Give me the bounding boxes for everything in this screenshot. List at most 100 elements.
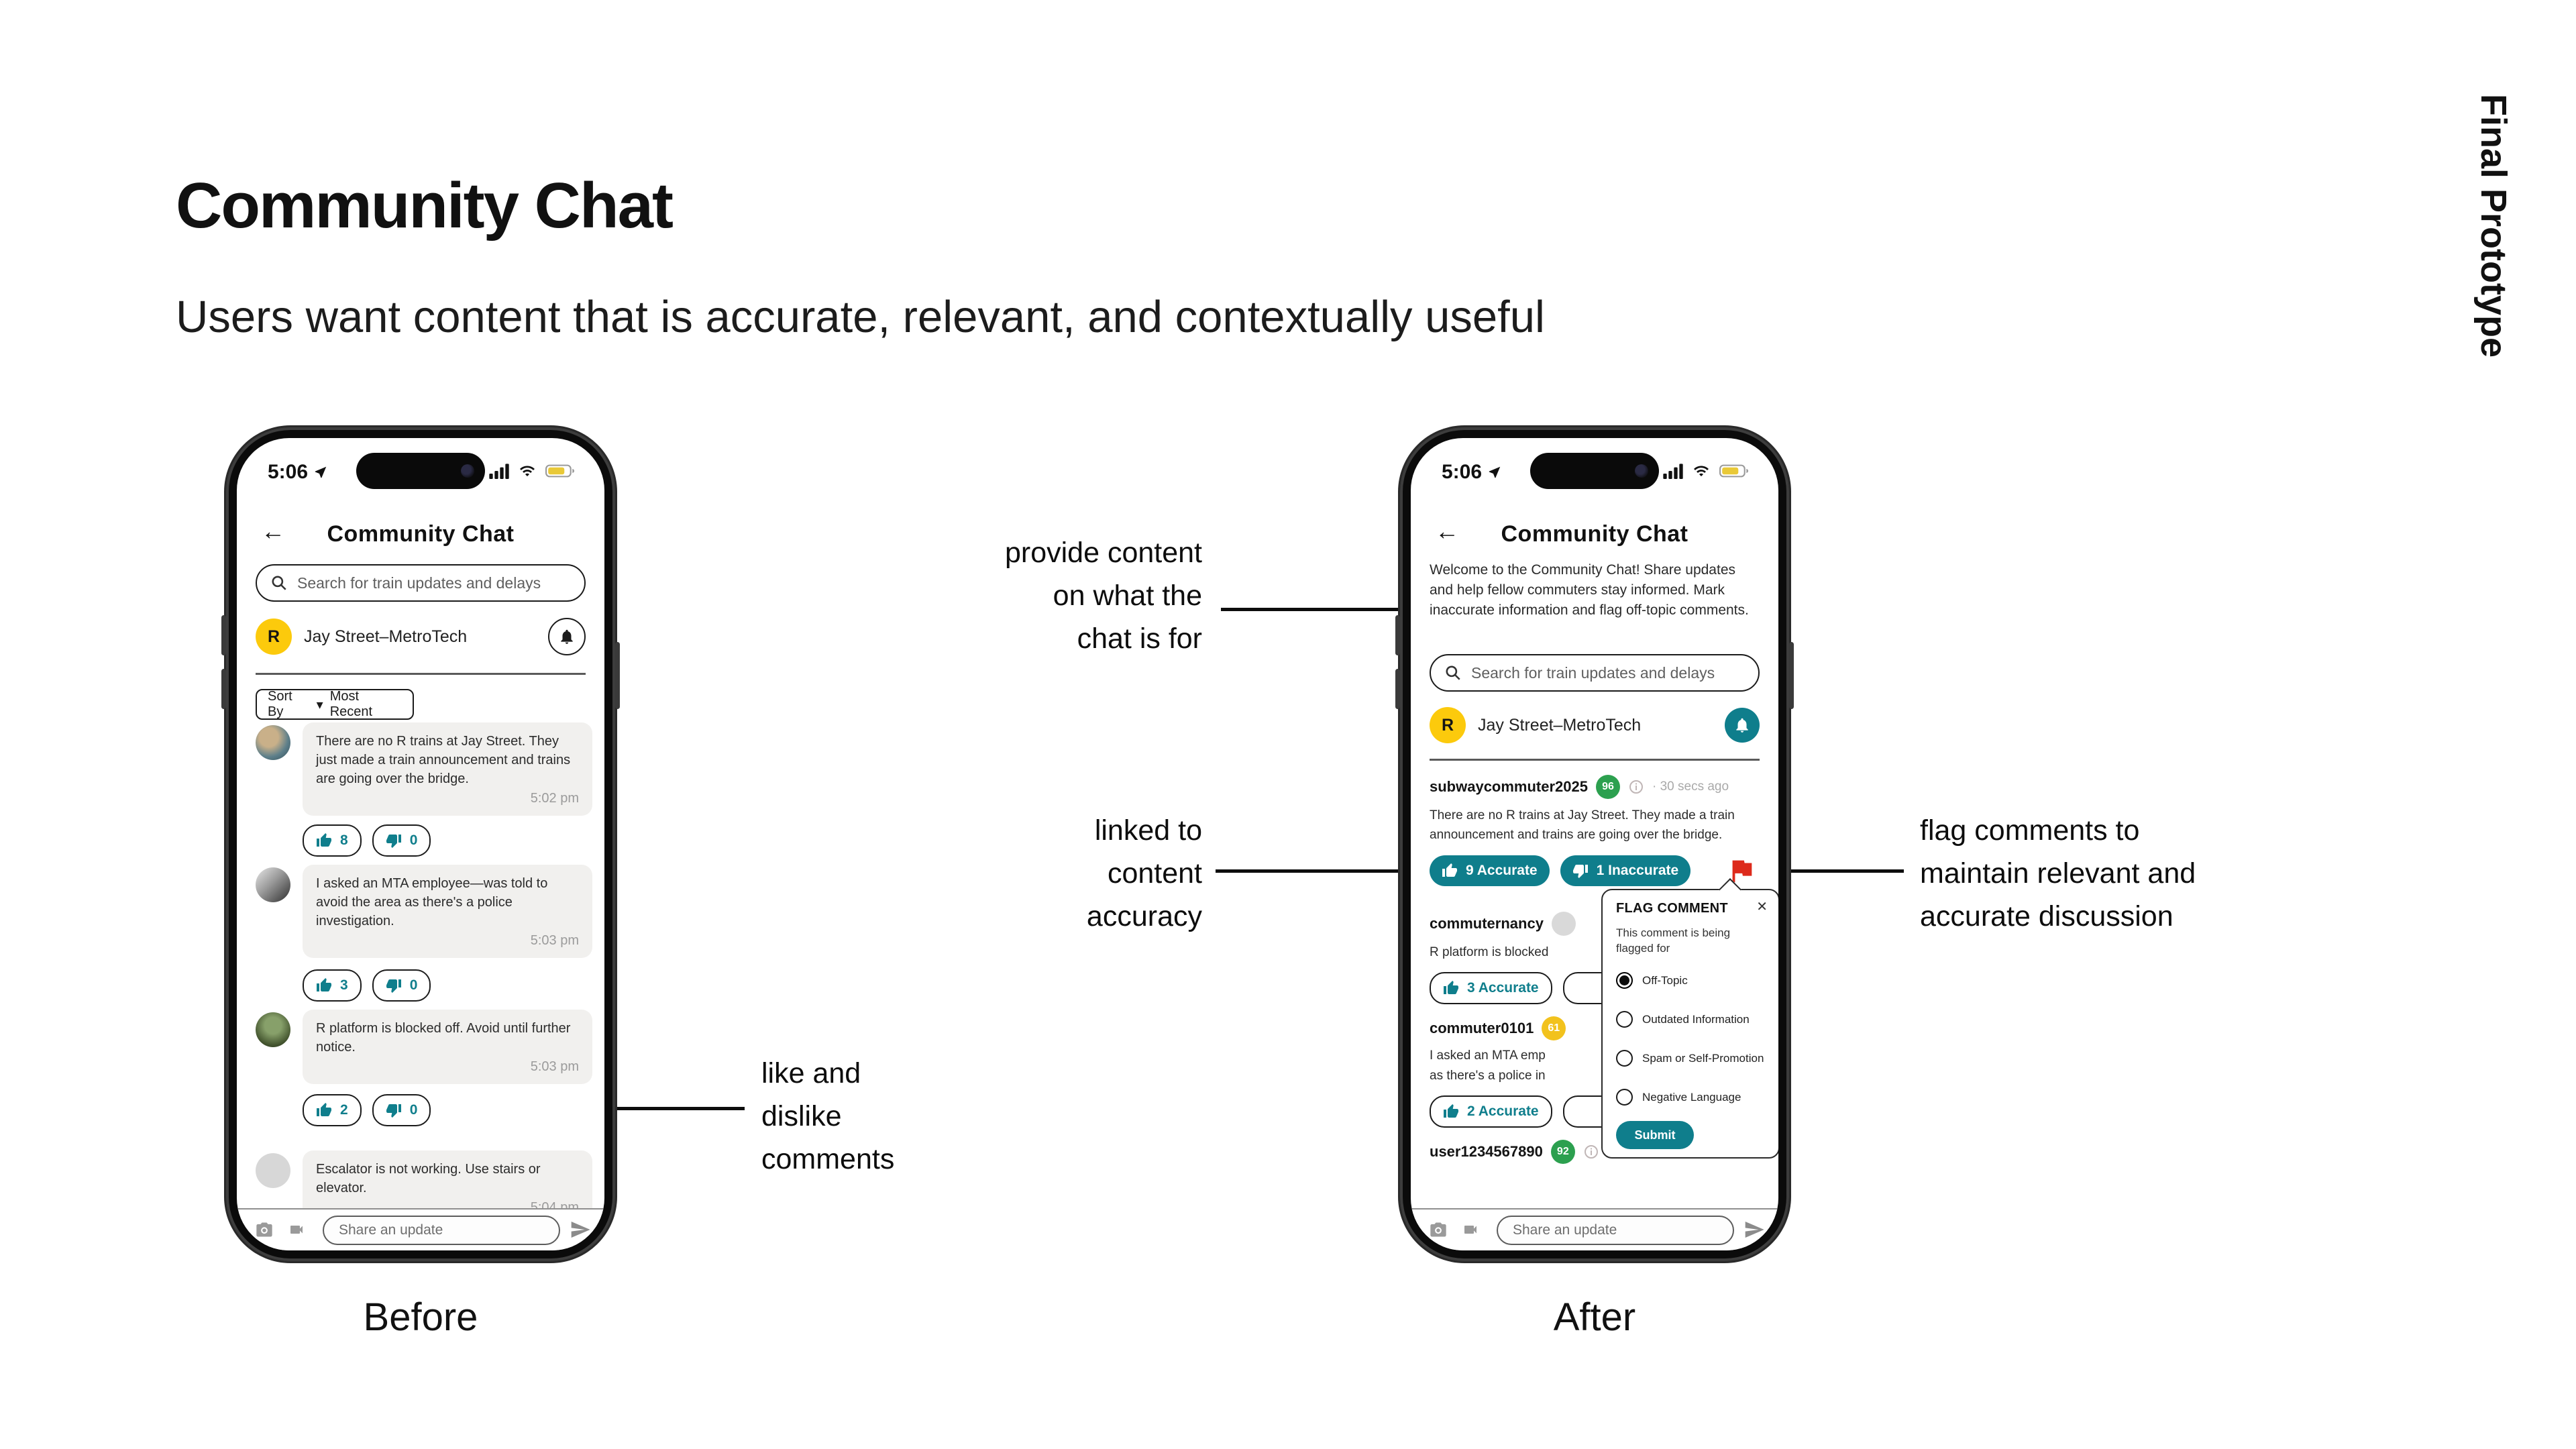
radio-option[interactable]: Negative Language bbox=[1616, 1089, 1741, 1106]
accurate-label: 9 Accurate bbox=[1466, 863, 1538, 878]
comment-username: user1234567890 bbox=[1430, 1143, 1543, 1160]
volume-up-button bbox=[1395, 615, 1400, 655]
thumb-down-icon bbox=[1572, 865, 1588, 878]
radio-unselected[interactable] bbox=[1616, 1011, 1633, 1028]
close-icon[interactable]: ✕ bbox=[1756, 900, 1768, 914]
power-button bbox=[615, 642, 620, 709]
screen-title: Community Chat bbox=[327, 521, 515, 547]
volume-up-button bbox=[221, 615, 226, 655]
reputation-badge: 92 bbox=[1550, 1140, 1575, 1164]
phone-after: 5:06 ← Community Chat Welcome to the Com… bbox=[1395, 427, 1794, 1261]
radio-selected[interactable] bbox=[1616, 972, 1633, 989]
phone-before: 5:06 ← Community Chat Search for train u… bbox=[221, 427, 620, 1261]
dislike-count: 0 bbox=[409, 833, 418, 848]
accuracy-row: 2 Accurate bbox=[1430, 1095, 1621, 1128]
screen-title: Community Chat bbox=[1501, 521, 1688, 547]
status-icons bbox=[1663, 462, 1749, 480]
radio-option[interactable]: Spam or Self-Promotion bbox=[1616, 1050, 1764, 1067]
like-button[interactable]: 3 bbox=[303, 969, 362, 1002]
notifications-button[interactable] bbox=[1725, 708, 1760, 743]
reaction-row: 8 0 bbox=[303, 824, 431, 857]
like-count: 8 bbox=[340, 833, 348, 848]
radio-label: Spam or Self-Promotion bbox=[1642, 1051, 1764, 1065]
video-icon[interactable] bbox=[1460, 1222, 1481, 1238]
accuracy-row: 3 Accurate bbox=[1430, 972, 1621, 1004]
send-icon[interactable] bbox=[1743, 1219, 1765, 1240]
info-icon[interactable] bbox=[1628, 779, 1644, 795]
like-count: 2 bbox=[340, 1102, 348, 1118]
message-bubble: I asked an MTA employee—was told to avoi… bbox=[303, 865, 592, 958]
search-icon bbox=[1446, 665, 1460, 680]
comment-text: as there's a police in bbox=[1430, 1069, 1546, 1083]
annotation-connector-line bbox=[1221, 608, 1437, 611]
bell-icon bbox=[561, 629, 573, 644]
comment-text: I asked an MTA emp bbox=[1430, 1049, 1546, 1063]
search-icon bbox=[272, 576, 286, 590]
radio-label: Off-Topic bbox=[1642, 973, 1688, 987]
avatar bbox=[256, 725, 290, 760]
accurate-label: 3 Accurate bbox=[1467, 980, 1539, 996]
submit-button[interactable]: Submit bbox=[1616, 1121, 1694, 1149]
composer-input[interactable]: Share an update bbox=[323, 1216, 560, 1245]
info-icon[interactable] bbox=[1583, 1144, 1599, 1160]
comment-username: subwaycommuter2025 bbox=[1430, 778, 1588, 795]
like-count: 3 bbox=[340, 977, 348, 993]
dislike-button[interactable]: 0 bbox=[372, 1094, 431, 1126]
avatar bbox=[256, 1153, 290, 1188]
chevron-down-icon: ▾ bbox=[316, 697, 323, 712]
radio-unselected[interactable] bbox=[1616, 1050, 1633, 1067]
accurate-button[interactable]: 2 Accurate bbox=[1430, 1095, 1552, 1128]
side-label-final-prototype: Final Prototype bbox=[2473, 94, 2514, 358]
front-camera bbox=[1635, 464, 1648, 478]
reaction-row: 2 0 bbox=[303, 1094, 431, 1126]
back-button[interactable]: ← bbox=[261, 517, 285, 545]
inaccurate-label: 1 Inaccurate bbox=[1596, 863, 1679, 878]
sort-label: Sort By bbox=[268, 689, 292, 719]
station-name: Jay Street–MetroTech bbox=[1478, 715, 1642, 735]
radio-unselected[interactable] bbox=[1616, 1089, 1633, 1106]
thumb-up-icon bbox=[317, 978, 331, 991]
inaccurate-button[interactable]: 1 Inaccurate bbox=[1560, 855, 1691, 886]
notifications-button[interactable] bbox=[548, 618, 586, 655]
accuracy-row: 9 Accurate 1 Inaccurate bbox=[1430, 855, 1691, 886]
dynamic-island bbox=[1530, 453, 1659, 489]
avatar bbox=[256, 1012, 290, 1047]
bell-icon bbox=[1736, 718, 1748, 733]
camera-icon[interactable] bbox=[254, 1220, 274, 1239]
comment-header: commuter0101 61 bbox=[1430, 1016, 1765, 1040]
volume-down-button bbox=[1395, 669, 1400, 709]
page-title: Community Chat bbox=[176, 170, 674, 241]
message-text: There are no R trains at Jay Street. The… bbox=[316, 734, 571, 786]
volume-down-button bbox=[221, 669, 226, 709]
after-caption: After bbox=[1553, 1295, 1636, 1339]
radio-option[interactable]: Off-Topic bbox=[1616, 972, 1688, 989]
accurate-button[interactable]: 9 Accurate bbox=[1430, 855, 1550, 886]
sort-by-dropdown[interactable]: Sort By ▾ Most Recent bbox=[256, 689, 414, 720]
search-placeholder: Search for train updates and delays bbox=[297, 574, 541, 592]
thumb-down-icon bbox=[386, 1104, 401, 1118]
back-button[interactable]: ← bbox=[1435, 517, 1459, 545]
like-button[interactable]: 2 bbox=[303, 1094, 362, 1126]
radio-option[interactable]: Outdated Information bbox=[1616, 1011, 1750, 1028]
video-icon[interactable] bbox=[286, 1222, 307, 1238]
search-input[interactable]: Search for train updates and delays bbox=[1430, 654, 1760, 692]
composer-input[interactable]: Share an update bbox=[1497, 1216, 1734, 1245]
sort-value: Most Recent bbox=[329, 689, 373, 719]
flag-icon[interactable] bbox=[1726, 855, 1757, 886]
send-icon[interactable] bbox=[570, 1219, 591, 1240]
comment-time: · 30 secs ago bbox=[1652, 780, 1729, 794]
like-button[interactable]: 8 bbox=[303, 824, 362, 857]
dislike-button[interactable]: 0 bbox=[372, 824, 431, 857]
camera-icon[interactable] bbox=[1428, 1220, 1448, 1239]
search-placeholder: Search for train updates and delays bbox=[1471, 663, 1715, 682]
accurate-button[interactable]: 3 Accurate bbox=[1430, 972, 1552, 1004]
radio-label: Negative Language bbox=[1642, 1090, 1741, 1104]
thumb-down-icon bbox=[386, 979, 401, 993]
message-time: 5:03 pm bbox=[530, 1059, 579, 1074]
search-input[interactable]: Search for train updates and delays bbox=[256, 564, 586, 602]
annotation-connector-line bbox=[1216, 869, 1436, 873]
thumb-up-icon bbox=[1444, 981, 1458, 994]
dislike-button[interactable]: 0 bbox=[372, 969, 431, 1002]
